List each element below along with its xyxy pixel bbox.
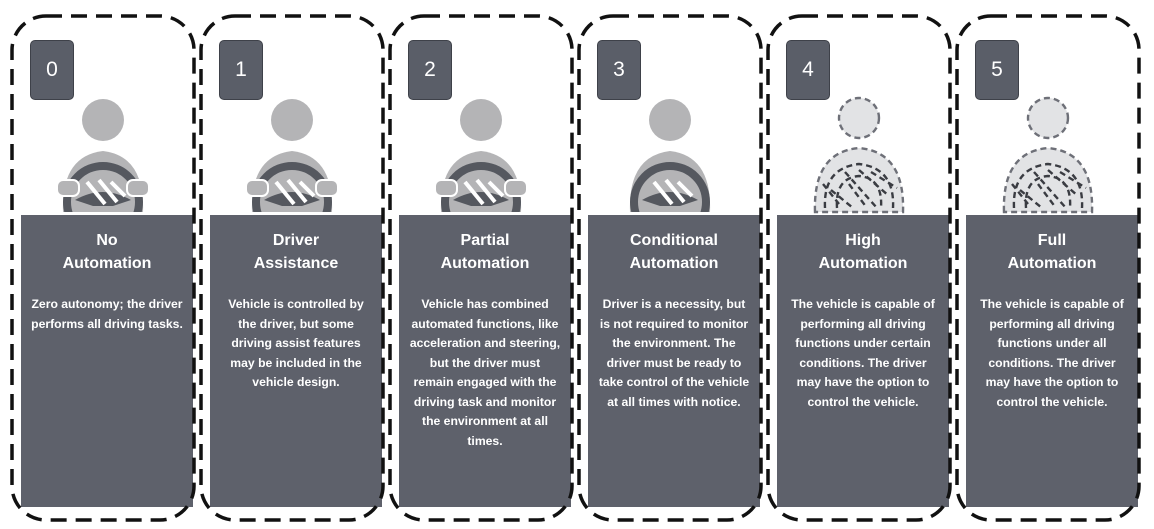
level-title-line: Partial — [460, 232, 510, 249]
level-description: Vehicle has combined automated functions… — [409, 297, 561, 448]
driver-head — [82, 99, 124, 141]
level-number-badge: 5 — [975, 40, 1019, 100]
dashed-outline-driver-icon — [1002, 96, 1094, 214]
level-title-line: Automation — [440, 255, 530, 272]
driver-hand — [245, 179, 269, 197]
driver-hand — [126, 179, 150, 197]
level-number-badge: 0 — [30, 40, 74, 100]
driver-head — [271, 99, 313, 141]
driver-hand — [434, 179, 458, 197]
level-description: The vehicle is capable of performing all… — [791, 297, 935, 409]
level-title-line: Automation — [62, 255, 152, 272]
level-title-line: Assistance — [253, 255, 339, 272]
level-number-badge: 4 — [786, 40, 830, 100]
level-title-line: Conditional — [630, 232, 718, 249]
driver-steering-wheel-no-hands-icon — [620, 99, 720, 214]
driver-body-outline — [1002, 146, 1094, 214]
driver-head-outline — [1026, 96, 1070, 140]
dashed-outline-driver-icon — [813, 96, 905, 214]
level-title-line: Automation — [1007, 255, 1097, 272]
figure-base-mask — [431, 212, 531, 214]
level-number-badge: 2 — [408, 40, 452, 100]
figure-base-mask — [53, 212, 153, 214]
solid-driver-steering-wheel-icon — [431, 99, 531, 214]
figure-base-mask — [242, 212, 342, 214]
level-title-line: No — [96, 232, 118, 249]
driver-hand — [504, 179, 528, 197]
level-title-line: Driver — [272, 232, 320, 249]
level-title-line: High — [845, 232, 881, 249]
driver-head — [460, 99, 502, 141]
driver-hand — [315, 179, 339, 197]
driver-head — [649, 99, 691, 141]
solid-driver-steering-wheel-icon — [53, 99, 153, 214]
level-number-badge: 3 — [597, 40, 641, 100]
level-description: Vehicle is controlled by the driver, but… — [228, 297, 364, 389]
driver-body-outline — [813, 146, 905, 214]
driver-head-outline — [837, 96, 881, 140]
level-title-line: Automation — [629, 255, 719, 272]
figure-base-mask — [620, 212, 720, 214]
level-description: Driver is a necessity, but is not requir… — [598, 297, 750, 409]
level-number-badge: 1 — [219, 40, 263, 100]
solid-driver-steering-wheel-icon — [242, 99, 342, 214]
level-title-line: Automation — [818, 255, 908, 272]
level-title-line: Full — [1037, 232, 1067, 249]
level-description: Zero autonomy; the driver performs all d… — [31, 297, 183, 331]
level-description: The vehicle is capable of performing all… — [980, 297, 1124, 409]
driver-hand — [56, 179, 80, 197]
